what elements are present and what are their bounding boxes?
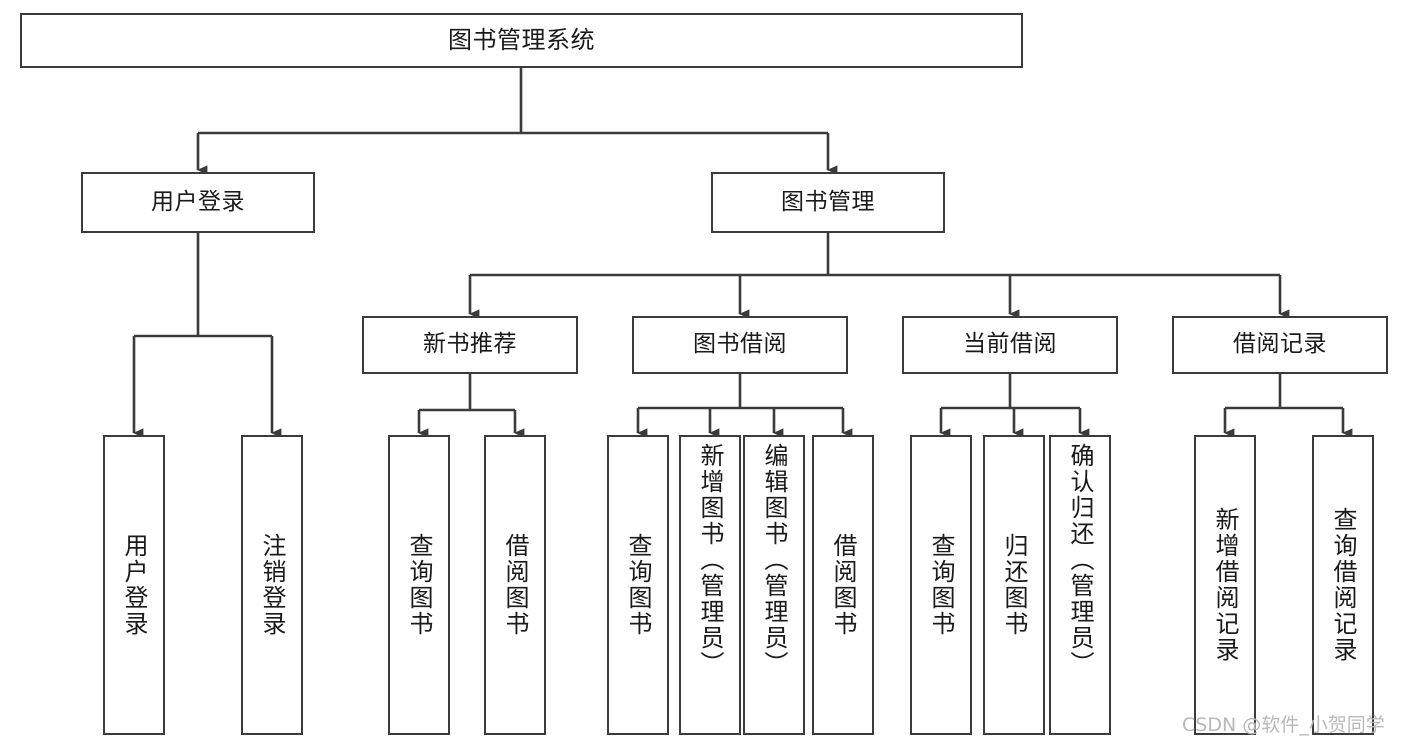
node-borrow-record-label: 借阅记录: [1233, 331, 1327, 358]
node-root-label: 图书管理系统: [448, 26, 595, 55]
leaf-edit-book-admin[interactable]: 编辑图书（管理员）: [743, 435, 805, 735]
watermark: CSDN @软件_小贺同学: [1182, 714, 1385, 736]
leaf-confirm-return-admin-label: 确认归还（管理员）: [1066, 443, 1094, 677]
leaf-add-book-admin[interactable]: 新增图书（管理员）: [679, 435, 741, 735]
leaf-add-borrow-record[interactable]: 新增借阅记录: [1194, 435, 1256, 735]
leaf-query-book-borrow-label: 查询图书: [624, 533, 652, 637]
leaf-user-login-label: 用户登录: [120, 533, 148, 637]
leaf-logout-label: 注销登录: [258, 533, 286, 637]
leaf-borrow-book[interactable]: 借阅图书: [812, 435, 874, 735]
node-new-book-recommend-label: 新书推荐: [423, 331, 517, 358]
leaf-query-book-new[interactable]: 查询图书: [388, 435, 450, 735]
leaf-logout[interactable]: 注销登录: [241, 435, 303, 735]
leaf-query-borrow-record-label: 查询借阅记录: [1329, 507, 1357, 663]
node-book-management[interactable]: 图书管理: [711, 172, 945, 233]
leaf-query-book-current[interactable]: 查询图书: [910, 435, 972, 735]
node-borrow-record[interactable]: 借阅记录: [1172, 316, 1388, 374]
node-root[interactable]: 图书管理系统: [20, 13, 1023, 68]
leaf-query-book-borrow[interactable]: 查询图书: [607, 435, 669, 735]
leaf-query-book-current-label: 查询图书: [927, 533, 955, 637]
node-book-borrow-label: 图书借阅: [693, 331, 787, 358]
leaf-query-borrow-record[interactable]: 查询借阅记录: [1312, 435, 1374, 735]
leaf-user-login[interactable]: 用户登录: [103, 435, 165, 735]
node-book-borrow[interactable]: 图书借阅: [632, 316, 848, 374]
leaf-query-book-new-label: 查询图书: [405, 533, 433, 637]
node-user-login[interactable]: 用户登录: [81, 172, 315, 233]
node-new-book-recommend[interactable]: 新书推荐: [362, 316, 578, 374]
leaf-edit-book-admin-label: 编辑图书（管理员）: [760, 443, 788, 677]
leaf-return-book[interactable]: 归还图书: [983, 435, 1045, 735]
leaf-confirm-return-admin[interactable]: 确认归还（管理员）: [1049, 435, 1111, 735]
leaf-borrow-book-new-label: 借阅图书: [501, 533, 529, 637]
leaf-add-borrow-record-label: 新增借阅记录: [1211, 507, 1239, 663]
node-current-borrow-label: 当前借阅: [963, 331, 1057, 358]
leaf-borrow-book-new[interactable]: 借阅图书: [484, 435, 546, 735]
leaf-add-book-admin-label: 新增图书（管理员）: [696, 443, 724, 677]
leaf-borrow-book-label: 借阅图书: [829, 533, 857, 637]
node-current-borrow[interactable]: 当前借阅: [902, 316, 1118, 374]
leaf-return-book-label: 归还图书: [1000, 533, 1028, 637]
node-book-management-label: 图书管理: [781, 188, 875, 215]
node-user-login-label: 用户登录: [151, 188, 245, 215]
